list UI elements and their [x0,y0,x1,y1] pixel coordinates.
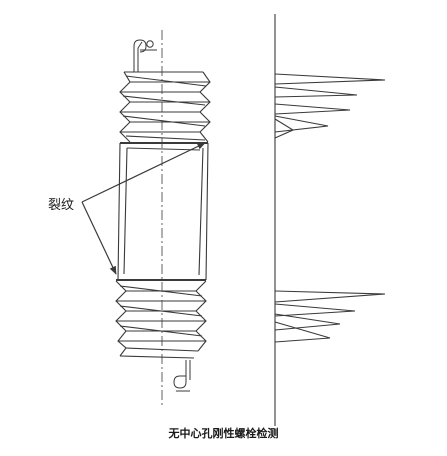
arrow-to-upper-crack [81,142,206,203]
signal-peak [274,321,331,343]
signal-peak [274,103,351,115]
arrow-to-lower-crack [81,201,117,275]
signal-peak [274,290,386,303]
signal-peak [274,73,386,85]
figure-caption: 无中心孔刚性螺栓检测 [168,426,279,440]
crack-line-diagonal [123,147,128,275]
crack-label: 裂纹 [48,198,74,213]
bottom-hook [173,360,191,392]
smooth-shank-section [116,142,209,281]
top-hook [133,39,157,72]
crack-arrows [81,142,206,275]
upper-thread-section [119,71,211,143]
signal-peak [274,303,356,317]
signal-peak [274,86,358,98]
signal-trace [274,14,386,426]
signal-peak [274,118,295,139]
signal-peak [274,313,341,331]
lower-thread-section [115,280,207,359]
